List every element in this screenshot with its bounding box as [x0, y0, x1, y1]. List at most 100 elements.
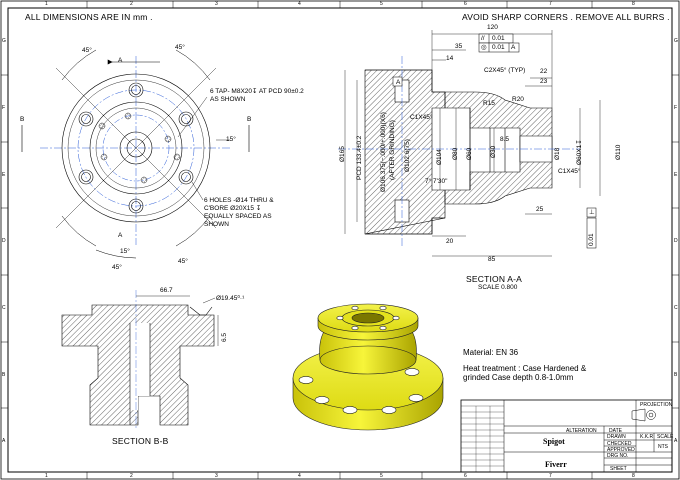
fcf-datum: A: [511, 44, 516, 51]
vertical-fcf: 0.01: [588, 233, 595, 246]
dia-18: Ø18: [554, 147, 561, 160]
angle-label: 45°: [175, 44, 185, 51]
front-view: [21, 49, 250, 259]
tb-part-name: Spigot: [543, 437, 565, 446]
tb-drg-no: DRG NO.: [607, 453, 629, 459]
col-label: 2: [130, 1, 133, 7]
col-label: 5: [380, 1, 383, 7]
angle-label: 15°: [226, 136, 236, 143]
row-label: F: [674, 105, 678, 111]
row-label: B: [2, 372, 6, 378]
col-label: 4: [298, 1, 301, 7]
tap-note-line: 6 TAP- M8X20↧ AT PCD 90±0.2: [210, 88, 304, 95]
chamfer-typ: C2X45° (TYP): [484, 67, 526, 74]
row-label: C: [2, 305, 6, 311]
section-bb-drawing: [61, 290, 219, 428]
title-block-grid: [460, 399, 673, 473]
angle-label: 45°: [112, 264, 122, 271]
dim-35: 35: [455, 43, 463, 50]
row-label: G: [2, 38, 6, 44]
section-marker: B: [247, 116, 252, 123]
dia-165: Ø165: [339, 146, 346, 162]
section-bb-title: SECTION B-B: [112, 436, 169, 446]
holes-note-line: 6 HOLES -Ø14 THRU &: [204, 197, 274, 204]
fcf-tolerance: 0.01: [492, 35, 505, 42]
dia-60x1: Ø60X1↧: [576, 139, 583, 165]
dim-66-7: 66.7: [160, 287, 173, 294]
col-label: 8: [632, 473, 635, 479]
col-label: 5: [380, 473, 383, 479]
chamfer-label: C1X45°: [558, 168, 581, 175]
col-label: 3: [215, 473, 218, 479]
radius-label: R20: [512, 96, 524, 103]
angle-label: 15°: [120, 248, 130, 255]
dia-104: Ø104: [436, 149, 443, 165]
tb-scale-val: NTS: [658, 444, 668, 450]
dia-60: Ø60: [466, 147, 473, 160]
holes-note-line: C'BORE Ø20X15 ↧: [204, 205, 262, 212]
col-label: 7: [549, 1, 552, 7]
dim-6-5: 6.5: [221, 332, 228, 342]
col-label: 8: [632, 1, 635, 7]
row-label: E: [2, 172, 6, 178]
tb-projection: PROJECTION: [640, 402, 673, 408]
dia-102: Ø102.6(75): [404, 139, 411, 172]
tb-drawn: DRAWN: [607, 434, 626, 440]
row-label: A: [2, 438, 6, 444]
tb-company: Fiverr: [545, 460, 567, 469]
angle-label: 45°: [178, 258, 188, 265]
tap-note-line: AS SHOWN: [210, 96, 246, 103]
dim-14: 14: [446, 55, 454, 62]
dia-30: Ø30: [490, 145, 497, 158]
section-aa-title: SECTION A-A: [466, 274, 523, 284]
heat-note-2: grinded Case depth 0.8-1.0mm: [463, 373, 574, 382]
dim-20: 20: [446, 238, 454, 245]
fcf-tolerance: 0.01: [492, 44, 505, 51]
holes-note-line: SHOWN: [204, 221, 229, 228]
section-marker: B: [20, 116, 25, 123]
dia-note: (AFTER GRINDING): [389, 120, 396, 180]
col-label: 6: [464, 1, 467, 7]
dim-8-5: 8.5: [500, 136, 510, 143]
section-aa-scale: SCALE 0.800: [478, 284, 518, 291]
row-label: D: [674, 238, 678, 244]
row-label: B: [674, 372, 678, 378]
tb-date: DATE: [609, 428, 622, 434]
row-label: G: [674, 38, 678, 44]
holes-note-line: EQUALLY SPACED AS: [204, 213, 272, 220]
col-label: 4: [298, 473, 301, 479]
angle-label: 45°: [82, 47, 92, 54]
col-label: 1: [45, 473, 48, 479]
row-label: C: [674, 305, 678, 311]
dia-106: Ø106.375(−.000/+.000)(X6): [380, 112, 387, 192]
tb-approved: APPROVED: [607, 447, 635, 453]
row-label: E: [674, 172, 678, 178]
dia-pcd: PCD 133.4±0.2: [356, 135, 363, 180]
tb-alteration: ALTERATION: [566, 428, 597, 434]
section-marker: A: [118, 232, 123, 239]
heat-note: Heat treatment : Case Hardened &: [463, 364, 587, 373]
dim-22: 22: [540, 68, 548, 75]
datum-box: A: [396, 79, 401, 86]
material-note: Material: EN 36: [463, 348, 519, 357]
tb-drawn-by: K.K.R: [640, 434, 654, 440]
col-label: 6: [464, 473, 467, 479]
row-label: A: [674, 438, 678, 444]
dim-23: 23: [540, 78, 548, 85]
angle-7-7: 7° 7'30": [425, 178, 448, 185]
dim-19-45: Ø19.45⁰·¹: [216, 295, 245, 302]
dia-110: Ø110: [615, 144, 622, 160]
tb-scale: SCALE: [657, 434, 674, 440]
section-aa-drawing: [338, 30, 601, 257]
burrs-note: AVOID SHARP CORNERS . REMOVE ALL BURRS .: [462, 12, 670, 22]
tb-sheet: SHEET: [610, 466, 627, 472]
radius-label: R15: [483, 100, 495, 107]
section-marker: A: [118, 57, 123, 64]
row-label: D: [2, 238, 6, 244]
dimensions-note: ALL DIMENSIONS ARE IN mm .: [25, 12, 153, 22]
tb-checked: CHECKED: [607, 441, 632, 447]
chamfer-label: C1X45°: [410, 114, 433, 121]
dim-85: 85: [488, 256, 496, 263]
